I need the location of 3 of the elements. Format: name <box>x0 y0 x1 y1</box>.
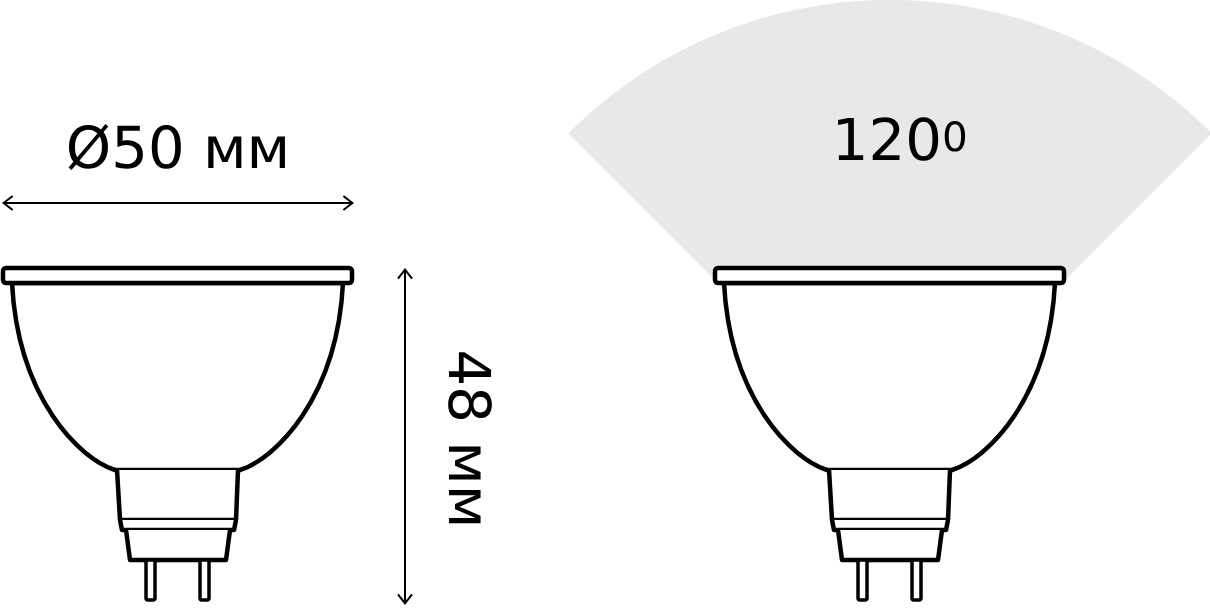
dimension-label: 120$^{0}$ <box>838 117 966 161</box>
dimension-label: Ø50 мм <box>68 124 285 170</box>
dimension-label: 48 мм <box>448 352 492 524</box>
